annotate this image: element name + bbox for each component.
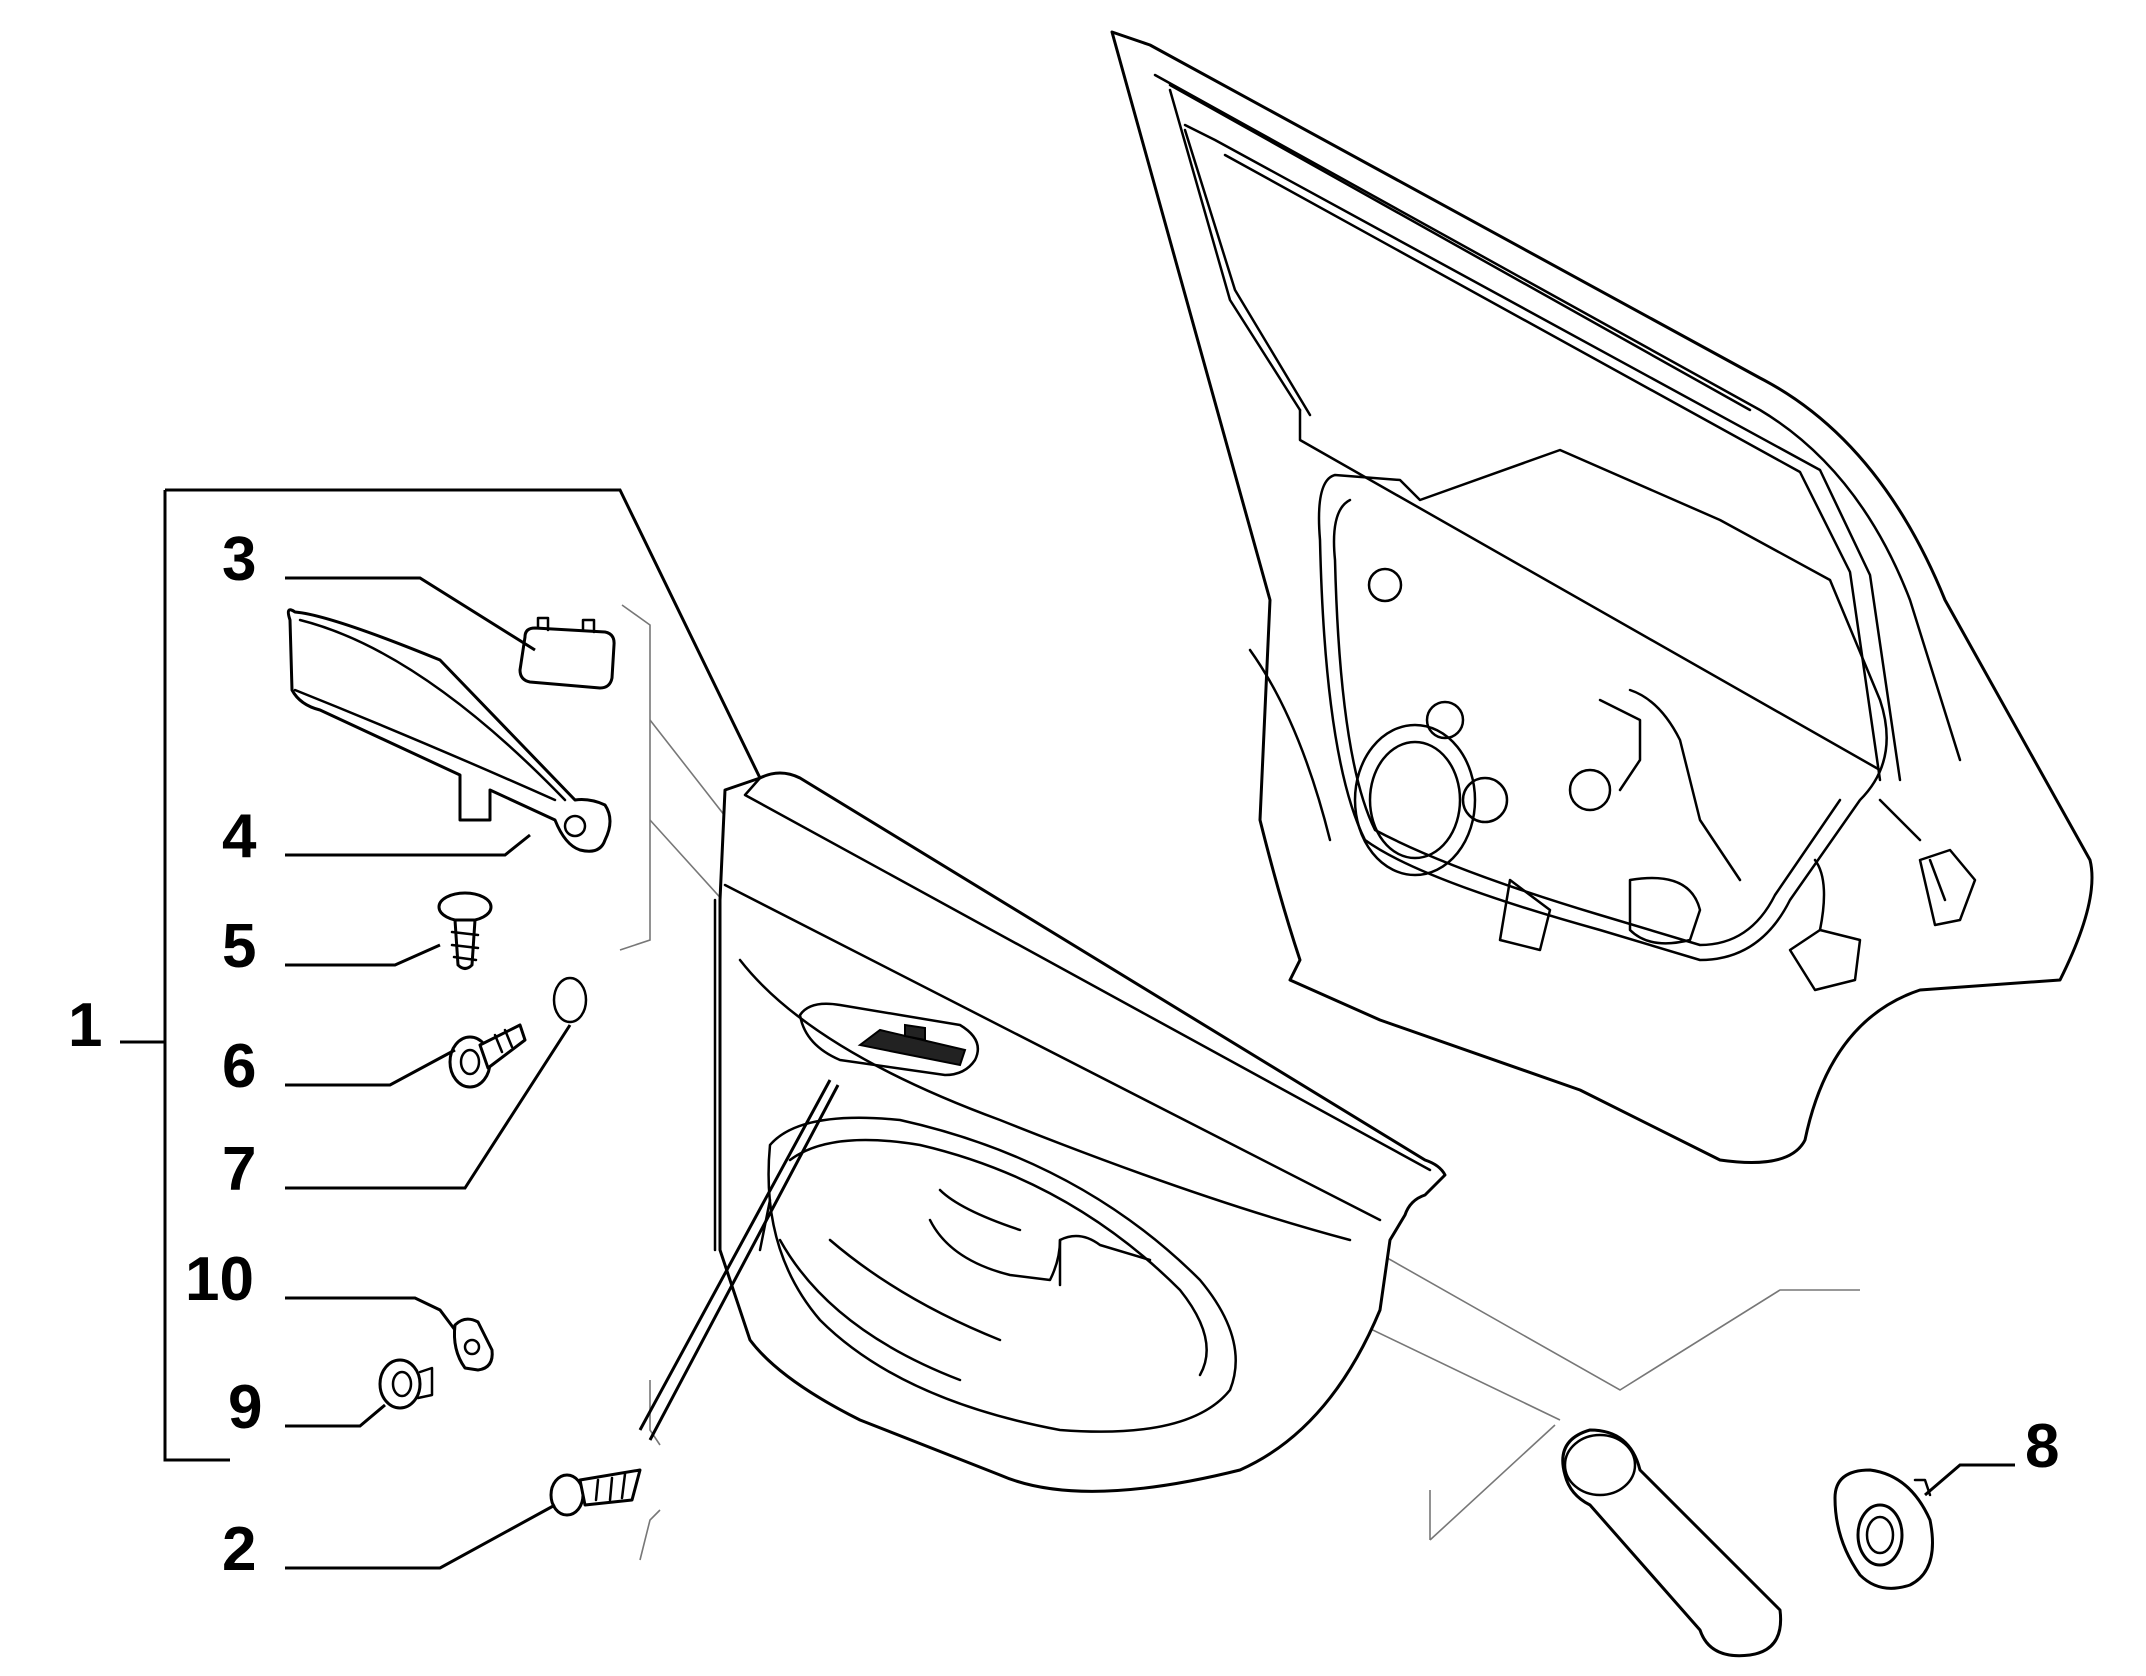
part-4-armrest xyxy=(286,608,612,853)
door-shell xyxy=(1110,30,2094,1164)
callout-10: 10 xyxy=(185,1245,254,1314)
callout-7: 7 xyxy=(222,1135,256,1204)
callout-6: 6 xyxy=(222,1032,256,1101)
part-6-screw xyxy=(448,1023,527,1089)
part-5-push-clip xyxy=(437,891,493,970)
callout-2: 2 xyxy=(222,1515,256,1584)
part-2-screw xyxy=(549,1468,642,1517)
part-10-nut-clip xyxy=(453,1317,494,1372)
part-3-cover-cap xyxy=(518,616,616,690)
part-7-washer xyxy=(552,976,588,1024)
part-8-escutcheon xyxy=(1833,1468,1934,1590)
kit-bracket xyxy=(120,488,762,1462)
callout-labels: 1 2 3 4 5 6 7 8 9 10 xyxy=(68,525,2059,1584)
callout-9: 9 xyxy=(228,1373,262,1442)
callout-3: 3 xyxy=(222,525,256,594)
callout-1: 1 xyxy=(68,991,102,1060)
door-trim-panel xyxy=(713,771,1447,1493)
part-9-grommet xyxy=(378,1358,434,1410)
callout-8: 8 xyxy=(2025,1412,2059,1481)
window-crank-handle xyxy=(1561,1428,1783,1658)
callout-5: 5 xyxy=(222,912,256,981)
leader-lines xyxy=(285,576,2015,1570)
callout-4: 4 xyxy=(222,802,257,871)
